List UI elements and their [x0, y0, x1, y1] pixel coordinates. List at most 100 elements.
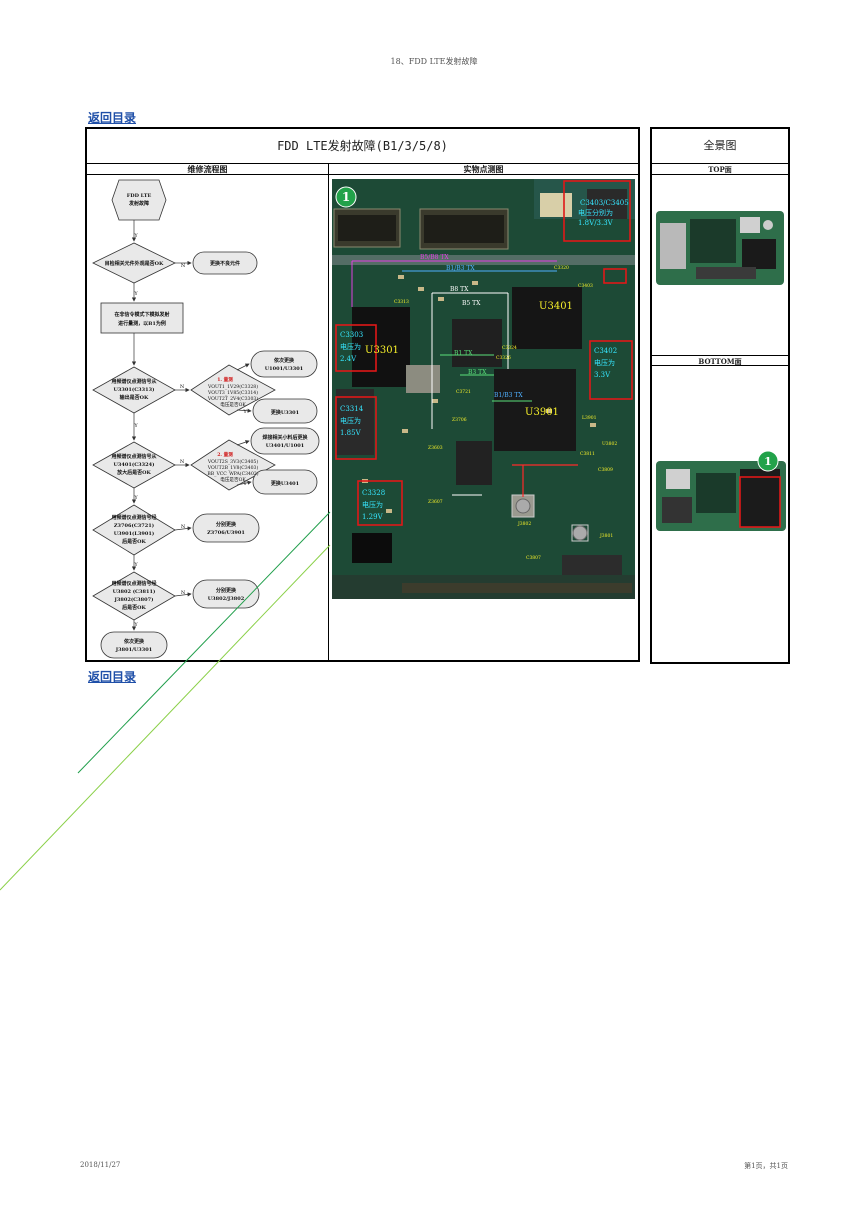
flow-yes-4: Y — [133, 423, 138, 429]
flow-m3-shape — [190, 439, 276, 491]
signal-b5b8-tx: B5/B8 TX — [420, 254, 449, 261]
signal-b1b3-tx-top: B1/B3 TX — [446, 265, 475, 272]
flow-a3a-shape — [250, 427, 320, 455]
flow-a2a-shape — [250, 350, 318, 378]
flow-m2-line2: VOUT3_1V85(C3314) — [207, 389, 258, 396]
callout-c3314-line2: 1.85V — [340, 429, 362, 437]
top-side-label: TOP面 — [652, 164, 788, 175]
flow-column-header: 维修流程图 — [87, 164, 329, 175]
flow-no-2: N — [180, 384, 185, 390]
flow-yes-6: Y — [133, 495, 138, 501]
callout-c3402-line2: 3.3V — [594, 371, 611, 379]
flow-m3-line3: BB_VCC_WPA(C3402) — [207, 470, 258, 477]
back-to-toc-link-top[interactable]: 返回目录 — [88, 111, 137, 125]
flow-a2b-text: 更换U3301 — [271, 409, 299, 416]
callout-c3303-line1: 电压为 — [340, 342, 361, 351]
signal-b1b3-tx-bottom: B1/B3 TX — [494, 392, 523, 399]
flow-q5-line4: 后是否OK — [122, 604, 146, 611]
part-c3809: C3809 — [598, 467, 613, 473]
flow-m2-shape — [190, 364, 276, 416]
part-l3901: L3901 — [582, 415, 597, 421]
flow-m3-line4: 电压是否OK — [220, 476, 246, 483]
flow-a1-shape — [192, 251, 258, 275]
flow-step1-shape — [100, 302, 184, 334]
flow-m2-line4: 电压是否OK — [220, 401, 246, 408]
flow-q2-line3: 输出是否OK — [120, 394, 149, 401]
part-j3802: J3802 — [517, 521, 531, 527]
main-table-title: FDD LTE发射故障(B1/3/5/8) — [87, 129, 638, 164]
part-c3326: C3326 — [496, 355, 511, 361]
flow-a5-line1: 分别更换 — [216, 587, 237, 594]
chip-label-u3901: U3901 — [525, 407, 559, 418]
callout-c3303-line2: 2.4V — [340, 355, 357, 363]
flow-q4-line1: 用频谱仪点测信号经 — [110, 514, 156, 521]
flow-q4-line2: Z3706(C3721) — [114, 522, 154, 529]
signal-b1-tx: B1 TX — [454, 350, 473, 357]
flow-step1-line1: 在非信令模式下模拟发射 — [114, 311, 169, 318]
column-divider — [328, 164, 329, 660]
flow-yes-3: Y — [242, 409, 247, 415]
callout-c3403-line1: 电压分别为 — [578, 208, 613, 217]
part-c3324: C3324 — [502, 345, 517, 351]
flow-a2a-line2: U1001/U3301 — [265, 366, 303, 372]
flow-a3b-shape — [252, 469, 318, 495]
flow-yes-2: Y — [133, 291, 138, 297]
part-z3706: Z3706 — [452, 417, 467, 423]
flow-a4-line1: 分别更换 — [216, 521, 237, 528]
callout-c3328-line1: 电压为 — [362, 500, 383, 509]
part-u3802: U3802 — [602, 441, 617, 447]
flow-m3-title: 2. 量测 — [217, 451, 233, 458]
pcb-measurement-photo: 1 U3301 U3401 U3901 B5/B8 TX B1/B3 TX B8… — [332, 179, 635, 599]
flow-end-line2: J3801/U3301 — [115, 647, 152, 653]
signal-b3-tx: B3 TX — [468, 369, 487, 376]
part-c3811: C3811 — [580, 451, 595, 457]
flow-q4-shape — [92, 504, 176, 556]
part-z3607: Z3607 — [428, 499, 443, 505]
flow-q2-line1: 用频谱仪点测信号从 — [110, 378, 156, 385]
repair-flowchart: FDD LTE 发射故障 目检相关元件外观是否OK 更换不良元件 在非信令模式下… — [92, 179, 320, 659]
flow-step1-line2: 进行量测，以B1为例 — [118, 320, 166, 327]
flow-yes-5: Y — [242, 481, 247, 487]
callout-c3314-line1: 电压为 — [340, 416, 361, 425]
flow-q4-line3: U3901(L3901) — [114, 530, 154, 537]
flow-no-3: N — [180, 459, 185, 465]
part-j3801: J3801 — [599, 533, 613, 539]
signal-b8-tx: B8 TX — [450, 286, 469, 293]
part-c3313: C3313 — [394, 299, 409, 305]
flow-q5-shape — [92, 571, 176, 621]
flow-a3a-line1: 焊接相关小料后更换 — [262, 434, 308, 441]
main-table: FDD LTE发射故障(B1/3/5/8) 维修流程图 实物点测图 — [85, 127, 640, 662]
flow-a4-shape — [192, 513, 260, 543]
part-c3320: C3320 — [554, 265, 569, 271]
callout-c3328-line2: 1.29V — [362, 513, 384, 521]
flow-q3-line3: 放大后是否OK — [116, 469, 151, 476]
chip-label-u3401: U3401 — [539, 301, 573, 312]
flow-a5-line2: U3802/J3802 — [208, 596, 245, 602]
flow-yes-7: Y — [133, 562, 138, 568]
signal-b5-tx: B5 TX — [462, 300, 481, 307]
part-c3403: C3403 — [578, 283, 593, 289]
flow-no-5: N — [181, 590, 186, 596]
back-to-toc-link-bottom[interactable]: 返回目录 — [88, 670, 137, 684]
footer-date: 2018/11/27 — [80, 1161, 121, 1169]
callout-c3403-line2: 1.8V/3.3V — [578, 219, 614, 227]
flow-a4-line2: Z3706/U3901 — [207, 530, 245, 536]
flow-q5-line1: 用频谱仪点测信号经 — [110, 580, 156, 587]
callout-ref-c3303: C3303 — [340, 331, 363, 339]
flow-m3-line1: VOUT2S_3V3(C3405) — [207, 458, 258, 465]
bottom-board-marker: 1 — [764, 455, 772, 468]
callout-c3402-line1: 电压为 — [594, 358, 615, 367]
flow-no-4: N — [181, 524, 186, 530]
bottom-board-image: 1 — [656, 450, 786, 531]
flow-end-line1: 依次更换 — [124, 638, 145, 645]
flow-q3-line2: U3401(C3324) — [114, 461, 155, 468]
flow-q1-text: 目检相关元件外观是否OK — [105, 260, 164, 267]
photo-column-header: 实物点测图 — [329, 164, 638, 175]
flow-yes-8: Y — [133, 622, 138, 628]
flow-start-line1: FDD LTE — [127, 193, 152, 199]
flow-start-shape — [111, 179, 167, 221]
callout-ref-c3403-c3405: C3403/C3405 — [580, 199, 629, 207]
flow-a3b-text: 更换U3401 — [271, 480, 299, 487]
callout-ref-c3328: C3328 — [362, 489, 385, 497]
flow-a3a-line2: U3401/U1001 — [266, 443, 304, 449]
